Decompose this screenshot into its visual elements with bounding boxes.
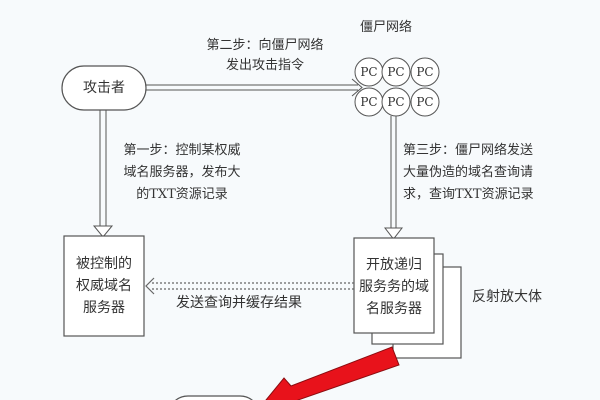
pc-label: PC: [416, 95, 434, 109]
resolver-line-2: 服务务的域: [359, 279, 429, 295]
query-cache-label: 发送查询并缓存结果: [176, 295, 302, 311]
step2-line-2: 发出攻击指令: [225, 58, 304, 73]
attacker-label: 攻击者: [83, 80, 125, 96]
resolver-line-3: 名服务器: [366, 301, 422, 317]
reflector-label: 反射放大体: [472, 289, 542, 305]
query-cache-arrow: [145, 277, 354, 295]
step2-label: 第二步：向僵尸网络 发出攻击指令: [180, 36, 350, 76]
pc-label: PC: [360, 95, 378, 109]
step3-arrow: [383, 116, 404, 240]
botnet-title: 僵尸网络: [360, 20, 413, 35]
bottom-node-shape: [175, 395, 253, 400]
attacker-node-shape: [61, 65, 147, 111]
step1-line-3: 的TXT资源记录: [136, 187, 228, 202]
step1-label: 第一步：控制某权威 域名服务器，发布大 的TXT资源记录: [112, 140, 252, 206]
controlled-server-line-1: 被控制的: [76, 256, 132, 272]
pc-label: PC: [387, 95, 405, 109]
step3-line-3: 求，查询TXT资源记录: [403, 187, 534, 202]
controlled-server-line-3: 服务器: [83, 300, 125, 316]
resolver-label: 开放递归 服务务的域 名服务器: [354, 254, 434, 320]
controlled-server-line-2: 权威域名: [76, 278, 132, 294]
step1-arrow: [92, 110, 114, 238]
step3-label: 第三步：僵尸网络发送 大量伪造的域名查询请 求，查询TXT资源记录: [403, 140, 583, 206]
botnet-cluster: [354, 57, 440, 117]
controlled-server-shape: [63, 235, 145, 337]
step1-line-2: 域名服务器，发布大: [123, 165, 241, 180]
step2-arrow: [146, 78, 363, 97]
reflector-stack: [353, 237, 462, 359]
controlled-server-label: 被控制的 权威域名 服务器: [64, 253, 144, 319]
highlight-arrow-icon: [265, 346, 400, 400]
step3-line-1: 第三步：僵尸网络发送: [403, 143, 534, 158]
resolver-line-1: 开放递归: [366, 257, 422, 273]
step1-line-1: 第一步：控制某权威: [123, 143, 241, 158]
pc-label: PC: [387, 65, 405, 79]
step2-line-1: 第二步：向僵尸网络: [206, 38, 324, 53]
pc-label: PC: [360, 65, 378, 79]
pc-label: PC: [416, 65, 434, 79]
step3-line-2: 大量伪造的域名查询请: [403, 165, 534, 180]
